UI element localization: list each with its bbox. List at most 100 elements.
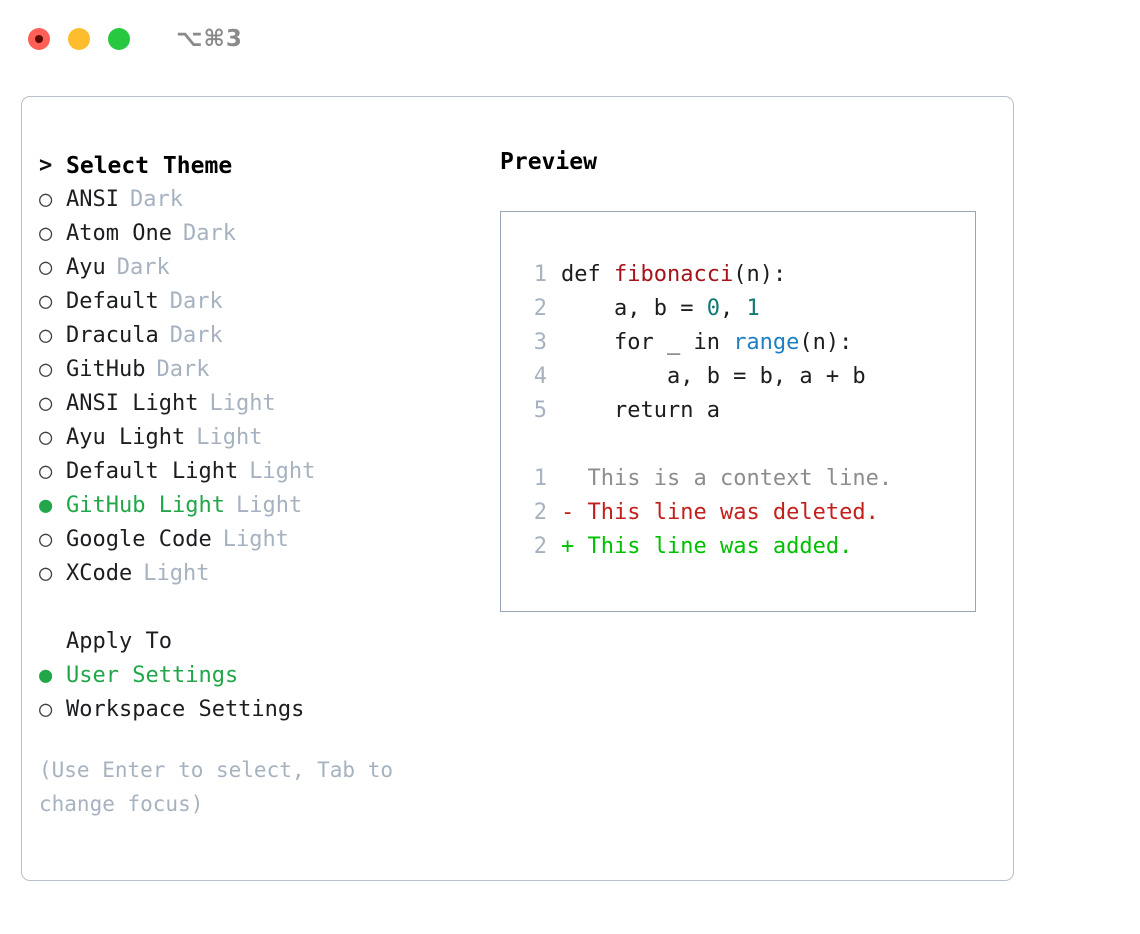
apply-to-option[interactable]: ● User Settings	[39, 659, 499, 693]
theme-variant-label: Light	[196, 425, 263, 450]
code-token: for _ in	[561, 330, 734, 355]
radio-unselected-icon[interactable]: ○	[39, 561, 53, 586]
theme-list-item[interactable]: ○ Ayu Dark	[39, 251, 499, 285]
radio-unselected-icon[interactable]: ○	[39, 289, 53, 314]
radio-unselected-icon[interactable]: ○	[39, 697, 53, 722]
radio-unselected-icon[interactable]: ○	[39, 357, 53, 382]
theme-list-item[interactable]: ● GitHub Light Light	[39, 489, 499, 523]
keyboard-hint-text: (Use Enter to select, Tab to change focu…	[39, 758, 394, 816]
minimize-button-icon[interactable]	[68, 28, 90, 50]
theme-list-item[interactable]: ○ ANSI Dark	[39, 183, 499, 217]
theme-variant-label: Dark	[169, 289, 223, 314]
code-token: return a	[561, 398, 720, 423]
theme-name: ANSI	[66, 187, 119, 212]
radio-selected-icon[interactable]: ●	[39, 663, 53, 688]
theme-variant-label: Light	[209, 391, 276, 416]
code-token: a, b = b, a + b	[561, 364, 866, 389]
window-controls	[28, 28, 130, 50]
caret-icon: >	[39, 153, 53, 178]
code-line: 2 a, b = 0, 1	[517, 292, 975, 326]
radio-unselected-icon[interactable]: ○	[39, 425, 53, 450]
code-line: 4 a, b = b, a + b	[517, 360, 975, 394]
title-bar: ⌥⌘3	[0, 0, 1140, 78]
code-line: 5 return a	[517, 394, 975, 428]
radio-unselected-icon[interactable]: ○	[39, 255, 53, 280]
code-line-text: def fibonacci(n):	[561, 258, 786, 292]
theme-list-item[interactable]: ○ GitHub Dark	[39, 353, 499, 387]
code-token: (n):	[733, 262, 787, 287]
diff-prefix: +	[561, 534, 588, 559]
line-number: 4	[533, 364, 547, 389]
radio-unselected-icon[interactable]: ○	[39, 187, 53, 212]
select-theme-header: > Select Theme	[39, 149, 499, 183]
code-line-text: a, b = b, a + b	[561, 360, 866, 394]
line-number: 2	[533, 500, 547, 525]
code-token: 0	[706, 296, 720, 321]
theme-variant-label: Dark	[182, 221, 236, 246]
theme-list-item[interactable]: ○ Ayu Light Light	[39, 421, 499, 455]
code-diff-separator	[517, 428, 975, 462]
radio-unselected-icon[interactable]: ○	[39, 527, 53, 552]
keyboard-shortcut-label: ⌥⌘3	[176, 26, 243, 52]
diff-prefix: -	[561, 500, 588, 525]
diff-line: 2 + This line was added.	[517, 530, 975, 564]
code-token: def	[561, 262, 614, 287]
code-token: range	[733, 330, 800, 355]
line-number: 3	[533, 330, 547, 355]
theme-name: ANSI Light	[66, 391, 199, 416]
theme-list-item[interactable]: ○ Dracula Dark	[39, 319, 499, 353]
radio-unselected-icon[interactable]: ○	[39, 391, 53, 416]
theme-variant-label: Dark	[169, 323, 223, 348]
theme-variant-label: Light	[235, 493, 303, 518]
theme-name: Ayu Light	[66, 425, 186, 450]
theme-name: Default	[66, 289, 159, 314]
radio-unselected-icon[interactable]: ○	[39, 459, 53, 484]
diff-prefix	[561, 462, 588, 496]
spacer	[39, 591, 499, 625]
theme-name: Google Code	[66, 527, 212, 552]
apply-to-list: ● User Settings ○Workspace Settings	[39, 659, 499, 727]
theme-variant-label: Dark	[156, 357, 210, 382]
code-token: a, b =	[561, 296, 707, 321]
diff-line: 2- This line was deleted.	[517, 496, 975, 530]
code-line-text: a, b = 0, 1	[561, 292, 760, 326]
code-token: fibonacci	[613, 262, 734, 287]
close-button-icon[interactable]	[28, 28, 50, 50]
theme-list-item[interactable]: ○ ANSI Light Light	[39, 387, 499, 421]
theme-name: GitHub Light	[66, 493, 225, 518]
line-number: 2	[533, 534, 547, 559]
theme-name: Atom One	[66, 221, 172, 246]
radio-unselected-icon[interactable]: ○	[39, 323, 53, 348]
diff-sample: 1 This is a context line.2- This line wa…	[517, 462, 975, 564]
radio-selected-icon[interactable]: ●	[39, 493, 53, 518]
theme-name: Dracula	[66, 323, 159, 348]
maximize-button-icon[interactable]	[108, 28, 130, 50]
theme-list-item[interactable]: ○ Atom One Dark	[39, 217, 499, 251]
diff-line-text: This is a context line.	[587, 466, 893, 491]
code-line-text: return a	[561, 394, 720, 428]
apply-to-title: Apply To	[66, 629, 172, 654]
diff-line: 1 This is a context line.	[517, 462, 975, 496]
section-title: Select Theme	[66, 153, 233, 179]
theme-name: Default Light	[66, 459, 239, 484]
theme-variant-label: Dark	[116, 255, 170, 280]
apply-to-label: User Settings	[66, 663, 239, 688]
theme-name: GitHub	[66, 357, 146, 382]
theme-name: Ayu	[66, 255, 106, 280]
radio-unselected-icon[interactable]: ○	[39, 221, 53, 246]
apply-to-option[interactable]: ○Workspace Settings	[39, 693, 499, 727]
line-number: 5	[533, 398, 547, 423]
line-number: 1	[533, 466, 547, 491]
theme-variant-label: Dark	[129, 187, 183, 212]
diff-line-text: This line was deleted.	[587, 500, 879, 525]
theme-list-item[interactable]: ○ Default Dark	[39, 285, 499, 319]
diff-line-text: This line was added.	[587, 534, 853, 559]
